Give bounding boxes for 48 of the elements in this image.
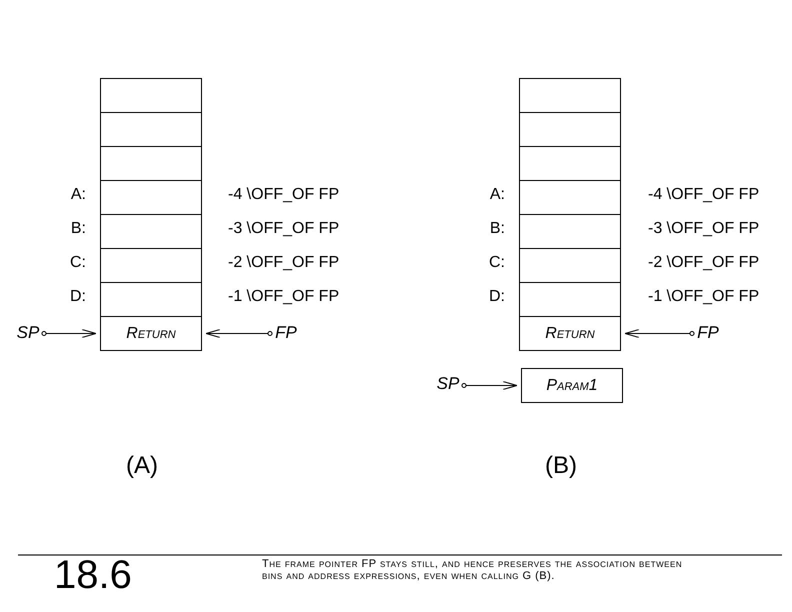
slot-label: B:: [490, 220, 505, 238]
figure-caption: The frame pointer FP stays still, and hence preserves the association between bins and address expressions, even when calling G (B).: [262, 558, 684, 582]
stack-cell: [100, 180, 202, 215]
pointer-arrow: [462, 381, 518, 390]
offset-expression: -3 \OFF_OF FP: [648, 220, 760, 238]
panel-label: (A): [126, 452, 158, 480]
cell-text: Return: [126, 324, 176, 342]
stack-cell: [519, 146, 621, 181]
panel-label: (B): [545, 452, 577, 480]
stack-cell: [519, 248, 621, 283]
pointer-arrow: [624, 329, 694, 338]
stack-cell: [519, 180, 621, 215]
stack-cell: [519, 316, 621, 351]
slot-label: C:: [70, 254, 86, 272]
stack-cell: [100, 214, 202, 249]
figure-number: 18.6: [54, 553, 132, 598]
offset-expression: -4 \OFF_OF FP: [648, 186, 760, 204]
pointer-arrow: [206, 329, 272, 338]
pointer-arrow: [42, 329, 96, 338]
stack-cell: [519, 78, 621, 113]
offset-expression: -2 \OFF_OF FP: [228, 254, 340, 272]
offset-expression: -3 \OFF_OF FP: [228, 220, 340, 238]
cell-text: Param1: [546, 376, 598, 394]
stack-cell: [519, 214, 621, 249]
slot-label: A:: [70, 186, 86, 204]
slot-label: A:: [490, 186, 505, 204]
stack-cell: [100, 146, 202, 181]
slot-label: C:: [489, 254, 505, 272]
stack-cell: [100, 78, 202, 113]
slot-label: D:: [489, 288, 505, 306]
pointer-label: FP: [694, 322, 722, 344]
slot-label: B:: [70, 220, 86, 238]
stack-cell: [100, 282, 202, 317]
offset-expression: -1 \OFF_OF FP: [228, 288, 340, 306]
slot-label: D:: [70, 288, 86, 306]
stack-cell: [100, 248, 202, 283]
stack-cell: [100, 112, 202, 147]
stack-cell: [519, 112, 621, 147]
cell-text: Return: [545, 324, 595, 342]
pointer-label: SP: [434, 373, 462, 395]
offset-expression: -2 \OFF_OF FP: [648, 254, 760, 272]
stack-cell: [521, 368, 623, 403]
stack-cell: [100, 316, 202, 351]
pointer-label: FP: [272, 322, 300, 344]
stack-cell: [519, 282, 621, 317]
offset-expression: -1 \OFF_OF FP: [648, 288, 760, 306]
offset-expression: -4 \OFF_OF FP: [228, 186, 340, 204]
pointer-label: SP: [14, 322, 42, 344]
